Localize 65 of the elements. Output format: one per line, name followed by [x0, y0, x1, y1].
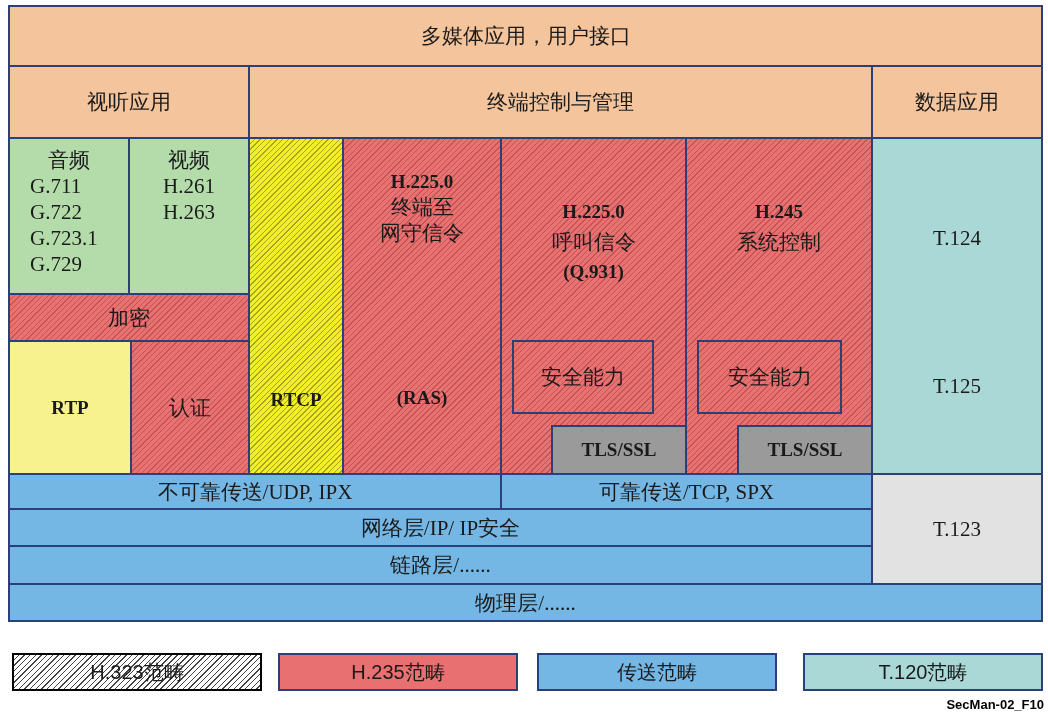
protocol-box — [871, 473, 1043, 585]
node-label: T.124 — [933, 225, 981, 251]
node-label: 终端控制与管理 — [487, 89, 634, 115]
node-label: 物理层/...... — [475, 589, 576, 616]
node-label: 安全能力 — [541, 364, 625, 390]
figure-id: SecMan-02_F10 — [946, 696, 1044, 714]
node-label: 数据应用 — [915, 89, 999, 115]
legend-label: H.235范畴 — [351, 660, 445, 685]
node-label: 系统控制 — [737, 229, 821, 255]
layer-band — [8, 5, 1043, 67]
node-label: RTP — [51, 395, 89, 420]
protocol-column — [871, 137, 1043, 475]
transport-band — [500, 473, 873, 510]
node-label: 音频 — [48, 147, 90, 173]
security-box — [512, 340, 654, 414]
node-label: 终端至 — [390, 194, 454, 220]
node-label: 呼叫信令 — [551, 229, 636, 255]
node-label: 链路层/...... — [390, 552, 491, 578]
category-box — [248, 65, 873, 139]
security-band — [8, 293, 250, 342]
node-label: 安全能力 — [727, 364, 812, 390]
layer-band — [8, 508, 873, 547]
node-label: G.722 — [30, 199, 82, 225]
legend-label: T.120范畴 — [878, 660, 968, 685]
transport-band — [8, 473, 502, 510]
node-label: 可靠传送/TCP, SPX — [598, 478, 774, 505]
layer-band — [8, 545, 873, 585]
protocol-box — [551, 425, 687, 475]
protocol-column — [500, 137, 687, 475]
node-label: T.123 — [933, 516, 981, 542]
node-label: H.225.0 — [390, 170, 454, 194]
node-label: 加密 — [108, 304, 150, 331]
security-box — [130, 340, 250, 475]
node-label: G.723.1 — [30, 225, 98, 251]
node-label: H.225.0 — [562, 200, 625, 224]
node-label: H.261 — [163, 173, 215, 199]
node-label: H.263 — [163, 199, 215, 225]
protocol-column — [248, 137, 344, 475]
node-label: 多媒体应用，用户接口 — [420, 23, 631, 49]
node-label: TLS/SSL — [767, 438, 843, 462]
node-label: 视频 — [168, 147, 210, 173]
layer-band — [8, 583, 1043, 622]
protocol-column — [685, 137, 873, 475]
node-label: G.711 — [30, 173, 82, 199]
node-label: 网守信令 — [380, 220, 464, 246]
codec-box — [8, 137, 130, 295]
node-label: 视听应用 — [87, 89, 171, 115]
node-label: 网络层/IP/ IP安全 — [360, 514, 521, 541]
node-label: T.125 — [933, 373, 981, 399]
protocol-box — [8, 340, 132, 475]
node-label: RTCP — [270, 388, 322, 412]
category-box — [8, 65, 250, 139]
security-box — [697, 340, 842, 414]
category-box — [871, 65, 1043, 139]
node-label: 不可靠传送/UDP, IPX — [157, 478, 353, 505]
node-label: TLS/SSL — [581, 438, 657, 462]
node-label: (Q.931) — [563, 260, 624, 284]
node-label: (RAS) — [396, 386, 448, 410]
node-label: H.245 — [755, 200, 803, 224]
node-label: 认证 — [169, 394, 211, 421]
protocol-column — [342, 137, 502, 475]
protocol-box — [737, 425, 873, 475]
node-label: G.729 — [30, 251, 82, 277]
legend-label: 传送范畴 — [617, 660, 697, 685]
codec-box — [128, 137, 250, 295]
